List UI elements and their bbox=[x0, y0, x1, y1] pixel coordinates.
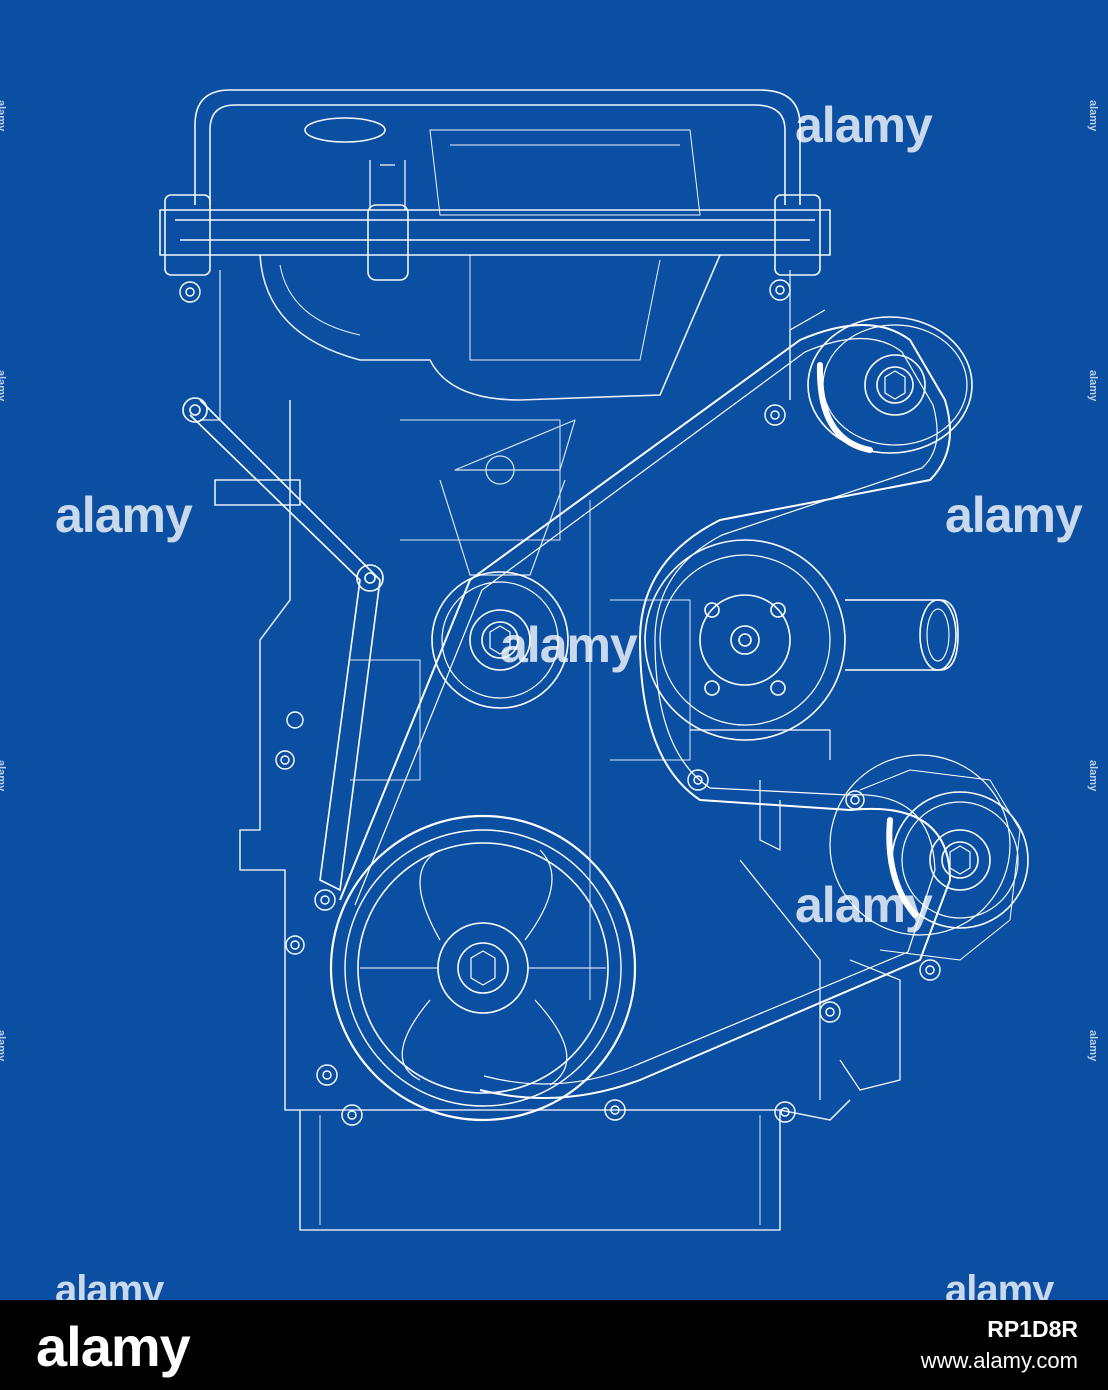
upper-right-pulley bbox=[789, 309, 973, 454]
lower-bracket bbox=[690, 729, 901, 1100]
watermark-tag: alamy bbox=[1087, 1030, 1101, 1062]
stock-footer-bar: alamy RP1D8R www.alamy.com bbox=[0, 1300, 1108, 1390]
engine-block bbox=[239, 400, 851, 1231]
engine-wireframe-drawing bbox=[159, 89, 1029, 1231]
watermark-tag: alamy bbox=[0, 370, 8, 402]
alternator bbox=[829, 754, 1029, 961]
blueprint-canvas: alamy alamy alamy alamy alamy alamy alam… bbox=[0, 89, 1101, 1310]
crankshaft-pulley bbox=[329, 814, 637, 1122]
image-id-label: RP1D8R bbox=[987, 1316, 1078, 1342]
idler-pulley-center bbox=[431, 571, 569, 709]
watermark-text: alamy bbox=[795, 97, 933, 153]
watermark-text: alamy bbox=[55, 487, 193, 543]
water-pump-pulley bbox=[644, 539, 959, 741]
watermark-tag: alamy bbox=[1087, 370, 1101, 402]
watermark-tag: alamy bbox=[0, 1030, 8, 1062]
watermark-text: alamy bbox=[795, 877, 933, 933]
alamy-logo: alamy bbox=[36, 1315, 191, 1378]
watermark-text: alamy bbox=[945, 487, 1083, 543]
valve-cover bbox=[159, 89, 831, 281]
watermark-tag: alamy bbox=[0, 100, 8, 132]
tensioner-arm bbox=[182, 397, 384, 891]
drive-belt bbox=[339, 324, 951, 1099]
timing-cover-upper bbox=[200, 254, 791, 506]
block-bolts bbox=[179, 279, 941, 1126]
watermark-tag: alamy bbox=[1087, 100, 1101, 132]
site-url: www.alamy.com bbox=[920, 1348, 1078, 1373]
watermark-tag: alamy bbox=[0, 760, 8, 792]
watermark-tag: alamy bbox=[1087, 760, 1101, 792]
watermark-text: alamy bbox=[500, 617, 638, 673]
